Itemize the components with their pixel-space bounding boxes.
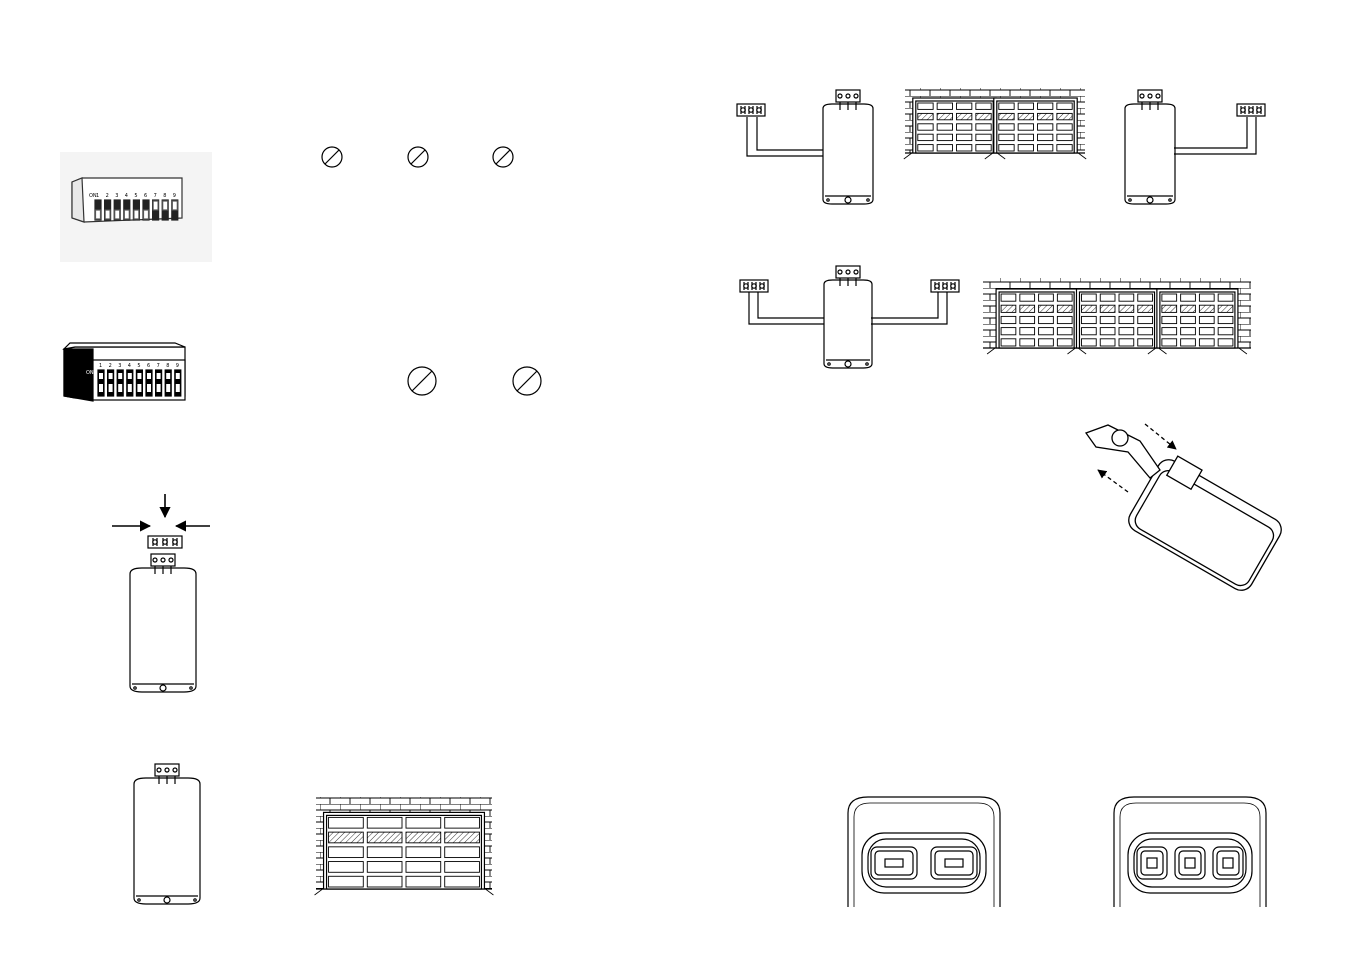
- garage-door-icon: [987, 289, 1086, 354]
- prohibited-slash-icon: [408, 367, 436, 395]
- dip-number-label: 5: [134, 193, 137, 199]
- dip-number-label: 8: [166, 363, 169, 369]
- dip-number-label: 6: [144, 193, 147, 199]
- garage-door-icon: [1148, 289, 1247, 354]
- dip-number-label: 9: [173, 193, 176, 199]
- prohibited-slash-icon: [322, 147, 342, 167]
- dip-number-label: 1: [96, 193, 99, 199]
- terminal-block-icon: [1237, 104, 1265, 116]
- terminal-block-icon: [148, 536, 182, 548]
- dip-lever: [144, 210, 149, 219]
- dip-lever: [105, 210, 110, 219]
- remote-button: [1137, 847, 1167, 879]
- dip-lever: [172, 201, 177, 210]
- dip-lever: [115, 210, 120, 219]
- prohibited-slash-icon: [408, 147, 428, 167]
- garage-door-icon: [315, 812, 494, 895]
- garage-door-icon: [985, 98, 1086, 159]
- dip-number-label: 2: [109, 363, 112, 369]
- terminal-block-icon: [931, 280, 959, 292]
- terminal-block-icon: [740, 280, 768, 292]
- receiver-icon: [1125, 90, 1175, 204]
- prohibited-slash-icon: [513, 367, 541, 395]
- dip-number-label: 3: [118, 363, 121, 369]
- dip-number-label: 9: [176, 363, 179, 369]
- single-garage-wall: [315, 797, 494, 895]
- receiver-icon: [823, 90, 873, 204]
- remote-button: [1213, 847, 1243, 879]
- remote-button: [871, 847, 917, 879]
- terminal-block-icon: [737, 104, 765, 116]
- receiver-icon: [824, 266, 872, 368]
- dip-number-label: 3: [115, 193, 118, 199]
- dip-number-label: 7: [154, 193, 157, 199]
- dip-lever: [124, 210, 129, 219]
- dip-lever: [163, 201, 168, 210]
- dip-lever: [96, 210, 101, 219]
- dip-number-label: 2: [106, 193, 109, 199]
- remote-button: [931, 847, 977, 879]
- dip-number-label: 8: [163, 193, 166, 199]
- remote-button: [1175, 847, 1205, 879]
- remote-control-icon: [1114, 797, 1266, 907]
- dip-number-label: 6: [147, 363, 150, 369]
- dip-large-on-label: ON: [86, 370, 94, 376]
- dip-lever: [153, 201, 158, 210]
- double-garage-wall: [904, 88, 1086, 159]
- prohibited-slash-icon: [493, 147, 513, 167]
- dip-number-label: 4: [125, 193, 128, 199]
- dip-lever: [134, 210, 139, 219]
- remote-control-icon: [848, 797, 1000, 907]
- receiver-icon: [130, 554, 196, 692]
- triple-garage-wall: [983, 278, 1251, 354]
- garage-door-icon: [1067, 289, 1166, 354]
- dip-number-label: 7: [157, 363, 160, 369]
- dip-number-label: 1: [99, 363, 102, 369]
- pliers-icon: [1086, 424, 1289, 595]
- garage-door-icon: [904, 98, 1005, 159]
- receiver-icon: [134, 764, 200, 904]
- dip-number-label: 4: [128, 363, 131, 369]
- dip-number-label: 5: [137, 363, 140, 369]
